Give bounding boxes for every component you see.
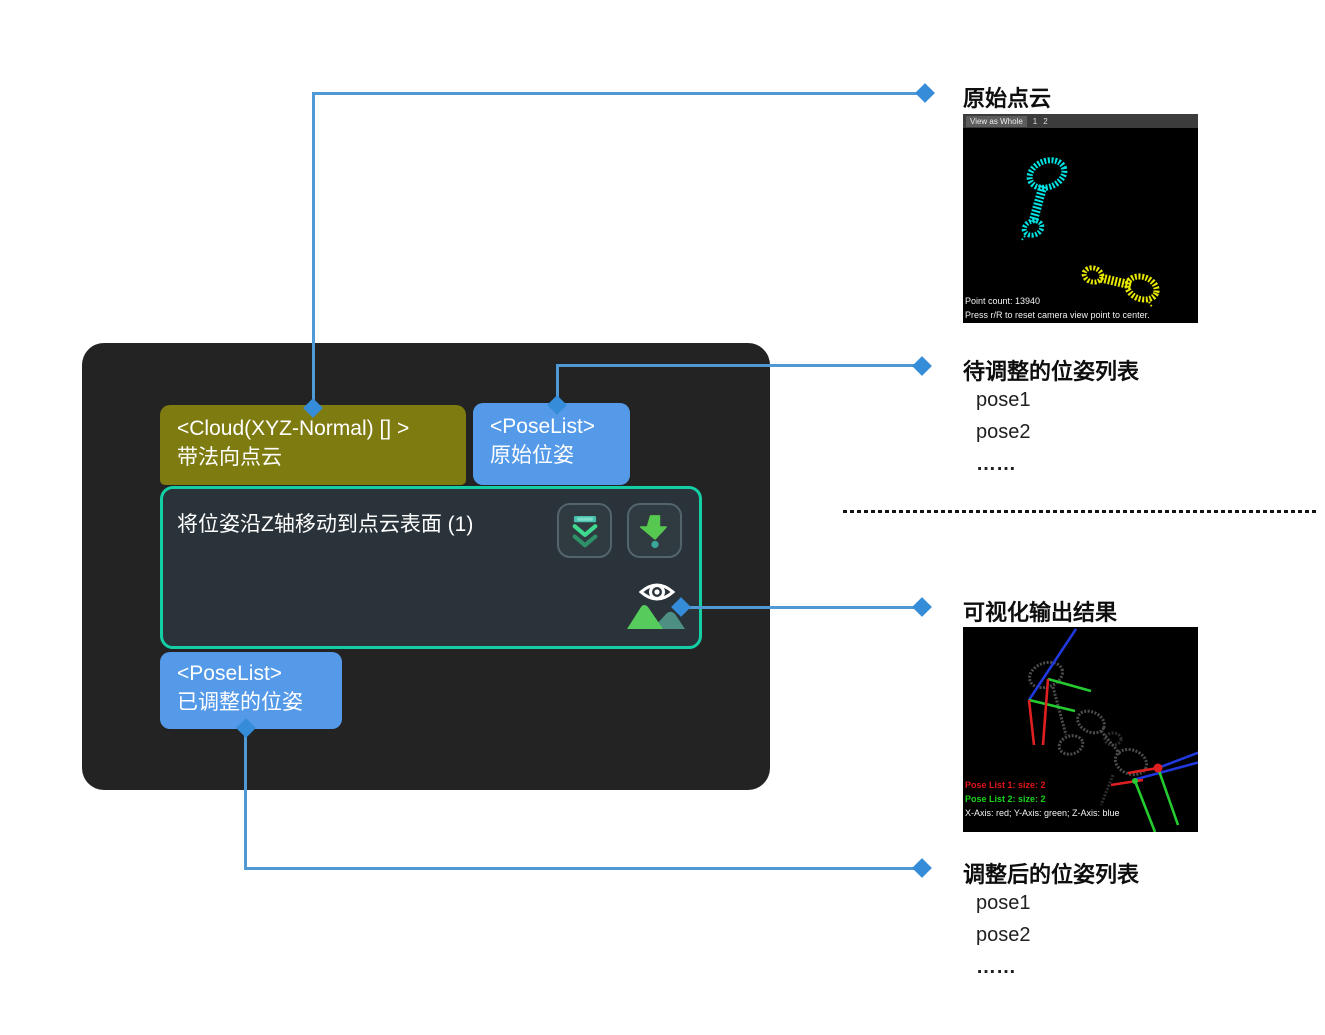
pose-list-item: pose1 <box>976 892 1031 914</box>
input-port-cloud[interactable]: <Cloud(XYZ-Normal) [] > 带法向点云 <box>160 405 466 485</box>
double-chevron-down-icon <box>572 515 597 547</box>
connector-diamond <box>915 83 935 103</box>
collapse-step-button[interactable] <box>557 503 612 558</box>
step-node[interactable]: 将位姿沿Z轴移动到点云表面 (1) <box>160 486 702 649</box>
result-render <box>1027 628 1198 832</box>
pose-list-ellipsis: …… <box>976 956 1016 978</box>
connector-posein-horizontal <box>556 364 922 367</box>
port-type-text: <PoseList> <box>177 662 283 685</box>
mountain-large <box>627 605 663 629</box>
download-arrow-icon <box>639 514 667 548</box>
viewport-tab-1[interactable]: 1 <box>1032 116 1038 126</box>
callout-title-pending-pose-list: 待调整的位姿列表 <box>963 359 1140 384</box>
port-label-text: 已调整的位姿 <box>177 691 303 714</box>
point-cloud-render <box>1020 157 1160 308</box>
port-type-text: <Cloud(XYZ-Normal) [] > <box>177 417 410 440</box>
adjusted-pose-list: pose1 pose2 …… <box>976 887 1031 983</box>
reset-hint-status: Press r/R to reset camera view point to … <box>965 310 1150 320</box>
callout-title-visual-output: 可视化输出结果 <box>963 600 1118 625</box>
port-label-text: 原始位姿 <box>490 444 574 467</box>
connector-diamond <box>912 858 932 878</box>
pending-pose-list: pose1 pose2 …… <box>976 384 1031 480</box>
pose-list-2-overlay: Pose List 2: size: 2 <box>965 794 1046 804</box>
pose-list-item: pose2 <box>976 421 1031 443</box>
result-viewport[interactable]: Pose List 1: size: 2 Pose List 2: size: … <box>963 627 1198 832</box>
connector-posein-vertical <box>556 364 559 408</box>
axes-legend-overlay: X-Axis: red; Y-Axis: green; Z-Axis: blue <box>965 808 1120 818</box>
connector-diamond <box>912 356 932 376</box>
viewport-tab-2[interactable]: 2 <box>1043 116 1048 126</box>
output-port-poselist[interactable]: <PoseList> 已调整的位姿 <box>160 652 342 729</box>
connector-poseout-vertical <box>244 728 247 869</box>
connector-cloud-horizontal <box>312 92 926 95</box>
view-as-whole-button[interactable]: View as Whole <box>966 115 1027 127</box>
input-port-poselist[interactable]: <PoseList> 原始位姿 <box>473 403 630 485</box>
pose-list-item: pose1 <box>976 389 1031 411</box>
viewport-toolbar: View as Whole 1 2 <box>963 114 1198 128</box>
mountain-small <box>652 611 685 629</box>
pose-list-1-overlay: Pose List 1: size: 2 <box>965 780 1046 790</box>
connector-poseout-horizontal <box>244 867 922 870</box>
port-type-text: <PoseList> <box>490 415 596 438</box>
connector-visual-horizontal <box>681 606 922 609</box>
connector-cloud-vertical <box>312 92 315 408</box>
dotted-separator <box>843 510 1319 513</box>
point-count-status: Point count: 13940 <box>965 296 1041 306</box>
callout-title-original-cloud: 原始点云 <box>963 86 1052 111</box>
callout-title-adjusted-pose-list: 调整后的位姿列表 <box>963 862 1140 887</box>
pose-list-ellipsis: …… <box>976 453 1016 475</box>
point-cloud-viewport[interactable]: View as Whole 1 2 Point count: 13940 Pre… <box>963 114 1198 323</box>
visualization-eye-icon[interactable] <box>627 577 685 633</box>
port-label-text: 带法向点云 <box>177 446 282 469</box>
execute-step-button[interactable] <box>627 503 682 558</box>
pose-list-item: pose2 <box>976 924 1031 946</box>
step-title: 将位姿沿Z轴移动到点云表面 (1) <box>177 513 474 536</box>
connector-diamond <box>912 597 932 617</box>
